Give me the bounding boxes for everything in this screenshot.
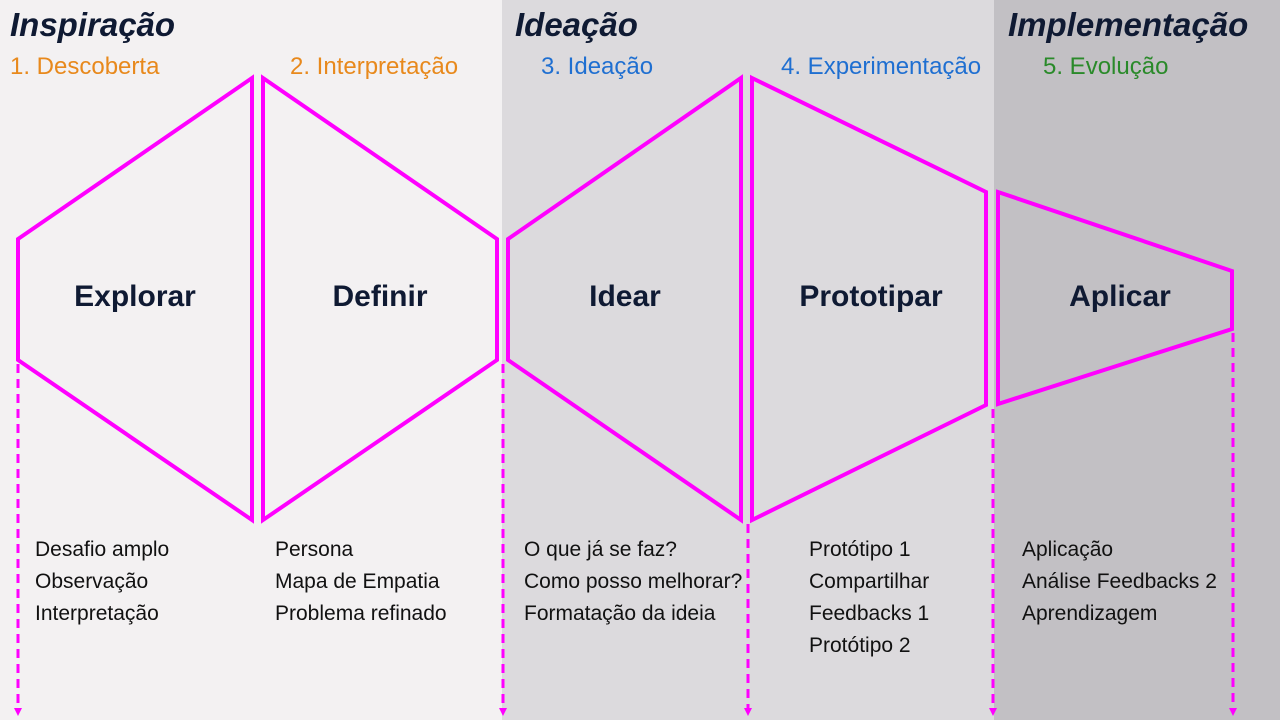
list-item: Problema refinado [275,602,447,625]
list-item: Desafio amplo [35,538,170,561]
list-item: Protótipo 2 [809,634,911,657]
list-item: Como posso melhorar? [524,570,743,593]
stage-shape-explorar [16,74,254,524]
list-item: O que já se faz? [524,538,677,561]
list-item: Mapa de Empatia [275,570,440,593]
stage-label-explorar: Explorar [74,280,196,313]
stage-list-explorar: Desafio amplo Observação Interpretação [35,534,169,630]
stage-list-aplicar: Aplicação Análise Feedbacks 2 Aprendizag… [1022,534,1217,630]
stage-label-aplicar: Aplicar [1069,280,1171,313]
stage-label-definir: Definir [332,280,428,313]
stage-list-prototipar: Protótipo 1 Compartilhar Feedbacks 1 Pro… [809,534,929,662]
stage-list-idear: O que já se faz? Como posso melhorar? Fo… [524,534,742,630]
stage-shape-prototipar [750,74,988,524]
step-label-ideacao: 3. Ideação [541,53,654,80]
phase-title-implementacao: Implementação [1008,6,1249,43]
phase-title-inspiracao: Inspiração [10,6,176,43]
stage-label-idear: Idear [589,280,661,313]
list-item: Feedbacks 1 [809,602,930,625]
step-label-experimentacao: 4. Experimentação [781,53,982,80]
step-label-descoberta: 1. Descoberta [10,53,160,80]
list-item: Persona [275,538,354,561]
phase-title-ideacao: Ideação [515,6,638,43]
list-item: Compartilhar [809,570,930,593]
stage-list-definir: Persona Mapa de Empatia Problema refinad… [275,534,447,630]
stage-shape-idear [506,74,743,524]
list-item: Interpretação [35,602,159,625]
list-item: Análise Feedbacks 2 [1022,570,1217,593]
list-item: Aprendizagem [1022,602,1158,625]
step-label-evolucao: 5. Evolução [1043,53,1169,80]
stage-label-prototipar: Prototipar [799,280,943,313]
stage-shape-definir [261,74,499,524]
step-label-interpretacao: 2. Interpretação [290,53,459,80]
list-item: Observação [35,570,149,593]
stage-shape-aplicar [996,189,1234,407]
list-item: Formatação da ideia [524,602,716,625]
list-item: Protótipo 1 [809,538,911,561]
list-item: Aplicação [1022,538,1114,561]
